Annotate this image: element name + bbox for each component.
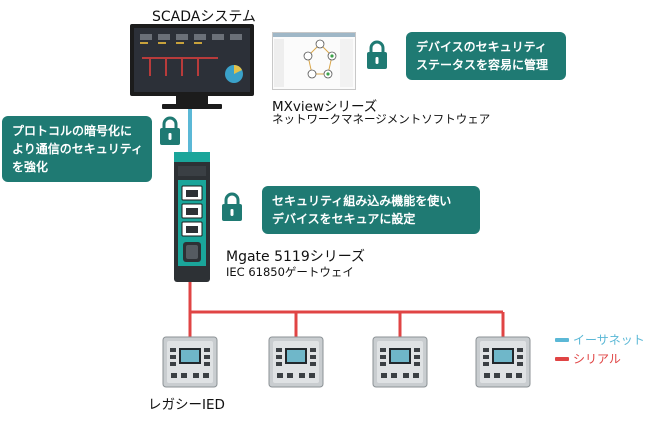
legend-ethernet-label: イーサネット	[573, 333, 645, 347]
legacy-ied-device-icon	[162, 336, 218, 388]
scada-monitor-icon	[130, 24, 254, 109]
mgate-title: Mgate 5119シリーズ	[226, 249, 366, 265]
callout-mxview-line: ステータスを容易に管理	[416, 58, 549, 72]
serial-bus	[188, 282, 505, 338]
legend-ethernet-swatch	[555, 338, 569, 342]
lock-icon-protocol	[160, 116, 180, 145]
scada-title: SCADAシステム	[152, 9, 256, 25]
lock-icon-mxview	[367, 40, 387, 69]
callout-gateway-line: デバイスをセキュアに設定	[272, 212, 416, 226]
legend-serial-swatch	[555, 357, 569, 361]
callout-protocol-line: より通信のセキュリティ	[12, 142, 144, 156]
callout-protocol-line: プロトコルの暗号化に	[12, 124, 133, 138]
mgate-device-icon	[174, 152, 210, 282]
legacy-ied-label: レガシーIED	[148, 397, 225, 413]
legacy-ied-device-icon	[372, 336, 428, 388]
mgate-subtitle: IEC 61850ゲートウェイ	[226, 265, 354, 279]
legend-serial-label: シリアル	[573, 352, 621, 366]
callout-gateway-line: セキュリティ組み込み機能を使い	[272, 194, 452, 208]
callout-gateway: セキュリティ組み込み機能を使い デバイスをセキュアに設定	[262, 186, 480, 234]
legacy-ied-device-icon	[475, 336, 531, 388]
lock-icon-gateway	[222, 192, 242, 221]
mxview-title: MXviewシリーズ	[272, 99, 378, 115]
callout-mxview-line: デバイスのセキュリティ	[416, 40, 547, 54]
callout-protocol-line: を強化	[12, 160, 49, 174]
callout-mxview: デバイスのセキュリティ ステータスを容易に管理	[406, 32, 566, 80]
mxview-subtitle: ネットワークマネージメントソフトウェア	[272, 112, 491, 126]
callout-protocol: プロトコルの暗号化に より通信のセキュリティ を強化	[2, 116, 152, 182]
mxview-screen-thumbnail	[272, 32, 356, 90]
legacy-ied-device-icon	[268, 336, 324, 388]
